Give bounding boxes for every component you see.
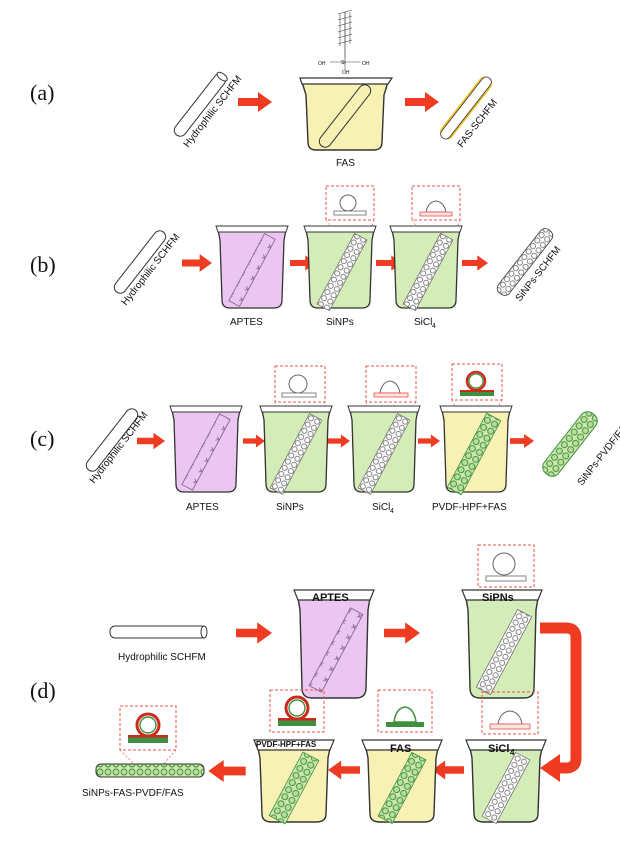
panel-d-arrow-2 — [384, 622, 420, 644]
panel-d-beaker-aptes — [293, 589, 375, 699]
panel-d-beaker-sipns — [461, 544, 543, 699]
panel-a-arrow-2 — [405, 92, 439, 112]
panel-c-step-aptes: APTES — [186, 502, 219, 513]
panel-b-input-fiber — [113, 230, 167, 294]
panel-b-step-sinps: SiNPs — [326, 317, 354, 328]
panel-d-output-label: SiNPs-FAS-PVDF/FAS — [82, 788, 184, 799]
panel-d-input-label: Hydrophilic SCHFM — [118, 652, 206, 663]
panel-d-turn-arrow — [540, 622, 582, 782]
panel-c-arrow-4 — [418, 434, 440, 448]
panel-c-arrow-2 — [243, 434, 265, 448]
panel-b-beaker-aptes — [215, 225, 289, 309]
panel-c-step-sinps: SiNPs — [276, 502, 304, 513]
panel-c-beaker-sicl4 — [347, 365, 421, 495]
panel-d-step-pvdf: PVDF-HPF+FAS — [256, 740, 317, 749]
panel-a-label: (a) — [30, 80, 54, 105]
panel-c-arrow-3 — [328, 434, 350, 448]
panel-c-input-fiber — [85, 408, 139, 472]
panel-c-beaker-aptes — [169, 405, 243, 493]
panel-c-arrow-5 — [510, 433, 534, 449]
panel-d-step-sicl-sub: 4 — [510, 748, 515, 757]
panel-d-arrow-3 — [432, 760, 464, 780]
panel-b-beaker-sinps — [303, 185, 377, 312]
panel-c-arrow-1 — [137, 432, 165, 450]
molecule-oh-bottom: OH — [342, 70, 350, 76]
panel-d-beaker-fas — [361, 689, 443, 825]
molecule-oh-left: OH — [318, 61, 326, 67]
panel-b-step-sicl-sub: 4 — [432, 323, 436, 330]
panel-d-input-fiber — [109, 625, 208, 639]
panel-c-output-fiber — [542, 411, 598, 477]
panel-a-beaker — [299, 77, 394, 151]
fas-molecule: OH OH OH Si — [318, 9, 370, 76]
panel-b-output-fiber — [496, 228, 554, 296]
panel-a-arrow-1 — [238, 92, 272, 112]
panel-d-beaker-pvdf — [253, 689, 335, 825]
panel-d-output — [95, 705, 205, 778]
panel-b-label: (b) — [30, 252, 56, 277]
panel-d-step-aptes: APTES — [312, 592, 349, 604]
molecule-si: Si — [341, 60, 345, 66]
panel-c-step-sicl: SiCl — [372, 502, 390, 513]
panel-d-arrow-1 — [236, 622, 272, 644]
panel-d-beaker-sicl4 — [465, 691, 547, 825]
panel-c-step-sicl-sub: 4 — [390, 508, 394, 515]
panel-b-arrow-4 — [462, 255, 488, 271]
panel-b-step-aptes: APTES — [230, 317, 263, 328]
molecule-oh-right: OH — [362, 61, 370, 67]
panel-b-arrow-1 — [182, 254, 212, 272]
panel-d-step-sicl: SiCl — [488, 743, 509, 755]
panel-d-step-sipns: SiPNs — [482, 592, 514, 604]
panel-d-step-fas: FAS — [390, 743, 411, 755]
panel-c-beaker-pvdf — [439, 363, 513, 496]
panel-a-input-fiber — [173, 71, 228, 137]
panel-c-label: (c) — [30, 426, 54, 451]
panel-b-step-sicl: SiCl — [414, 317, 432, 328]
panel-a-output-fiber — [439, 76, 493, 140]
panel-b-beaker-sicl4 — [389, 185, 463, 312]
panel-c-beaker-sinps — [259, 365, 333, 495]
panel-c-step-pvdf: PVDF-HPF+FAS — [432, 502, 507, 513]
panel-d-arrow-5 — [208, 760, 246, 782]
panel-d-label: (d) — [30, 678, 56, 703]
panel-d-arrow-4 — [328, 760, 360, 780]
panel-a-beaker-label: FAS — [336, 158, 355, 169]
